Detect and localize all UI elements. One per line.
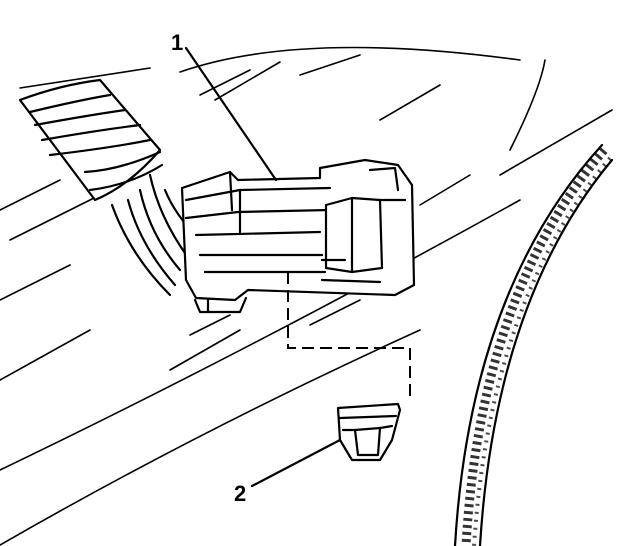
- electrical-connector: [180, 158, 416, 314]
- connector-retainer-clip: [336, 402, 402, 462]
- leader-line-1: [184, 46, 278, 182]
- trim-panel-edge: [453, 143, 614, 546]
- installation-path-line: [287, 272, 411, 402]
- callout-1: 1: [171, 30, 184, 55]
- panel-surface-lines: [0, 46, 613, 546]
- wiring-harness: [18, 78, 202, 297]
- callout-2: 2: [234, 481, 247, 506]
- leader-line-2: [250, 438, 342, 488]
